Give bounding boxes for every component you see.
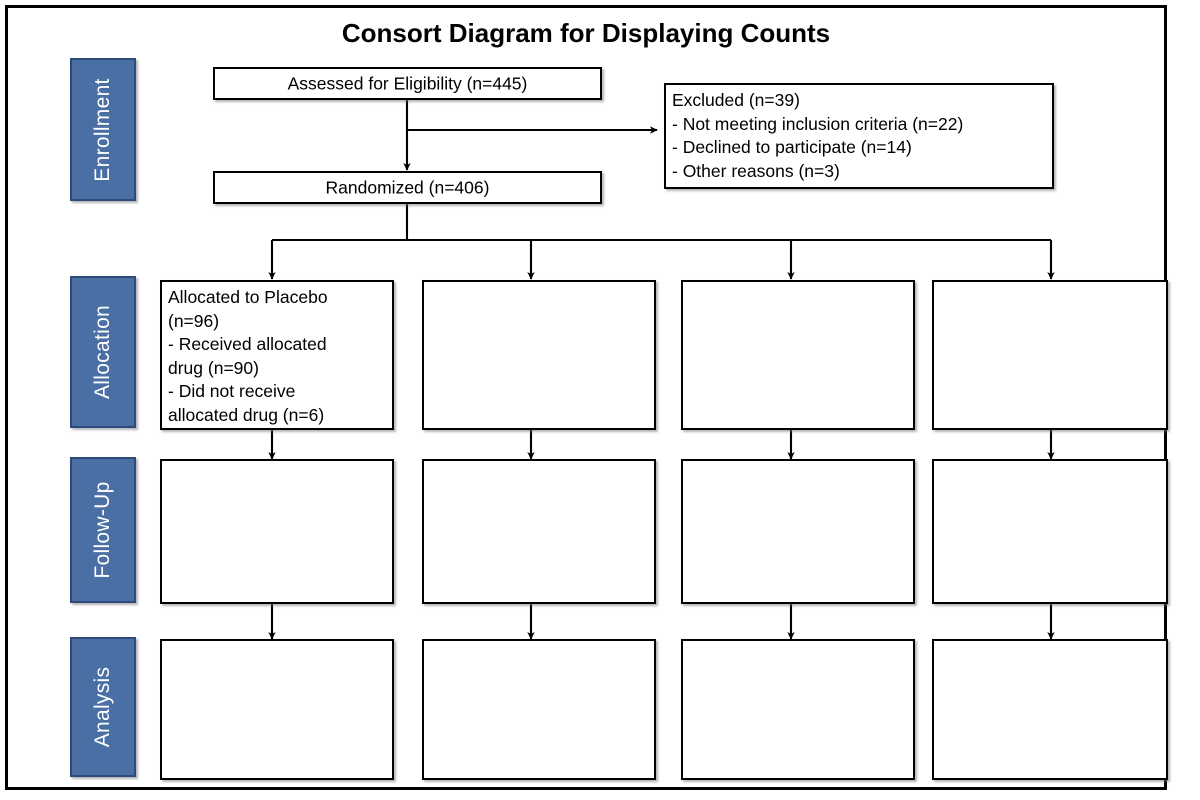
stage-chip-analysis-label: Analysis	[91, 666, 114, 748]
box-assessed-for-eligibility[interactable]: Assessed for Eligibility (n=445)	[213, 67, 602, 100]
box-allocation-4[interactable]	[932, 280, 1168, 430]
box-followup-2[interactable]	[422, 459, 656, 604]
box-allocation-3[interactable]	[681, 280, 915, 430]
stage-chip-followup[interactable]: Follow-Up	[70, 457, 136, 603]
box-assessed-for-eligibility-text: Assessed for Eligibility (n=445)	[287, 72, 528, 93]
box-followup-3[interactable]	[681, 459, 915, 604]
stage-chip-enrollment[interactable]: Enrollment	[70, 58, 136, 201]
box-randomized[interactable]: Randomized (n=406)	[213, 171, 602, 204]
box-allocation-1-text: Allocated to Placebo (n=96) - Received a…	[168, 287, 328, 425]
stage-chip-allocation[interactable]: Allocation	[70, 276, 136, 428]
page-title: Consort Diagram for Displaying Counts	[341, 18, 831, 48]
box-analysis-2[interactable]	[422, 639, 656, 780]
box-excluded[interactable]: Excluded (n=39) - Not meeting inclusion …	[664, 83, 1054, 189]
box-followup-1[interactable]	[160, 459, 394, 604]
stage-chip-enrollment-label: Enrollment	[91, 77, 114, 182]
box-analysis-1[interactable]	[160, 639, 394, 780]
box-analysis-4[interactable]	[932, 639, 1168, 780]
box-analysis-3[interactable]	[681, 639, 915, 780]
box-allocation-2[interactable]	[422, 280, 656, 430]
stage-chip-followup-label: Follow-Up	[91, 481, 114, 579]
box-randomized-text: Randomized (n=406)	[325, 176, 490, 197]
box-excluded-text: Excluded (n=39) - Not meeting inclusion …	[672, 90, 964, 181]
stage-chip-analysis[interactable]: Analysis	[70, 637, 136, 777]
box-followup-4[interactable]	[932, 459, 1168, 604]
stage-chip-allocation-label: Allocation	[91, 304, 114, 400]
box-allocation-1[interactable]: Allocated to Placebo (n=96) - Received a…	[160, 280, 394, 430]
